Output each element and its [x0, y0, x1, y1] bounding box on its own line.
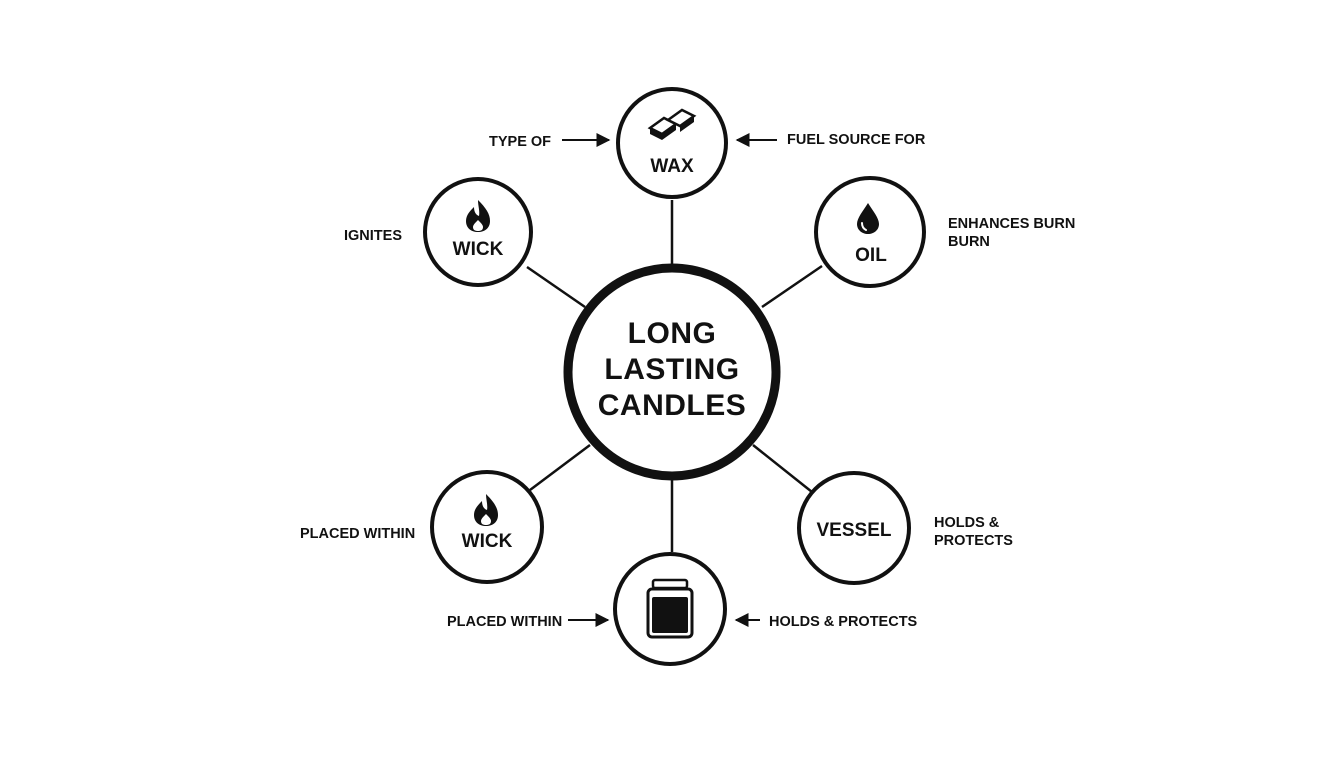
relation-arrows	[562, 133, 777, 627]
flame-icon	[474, 494, 498, 526]
relation-placed-within-left: PLACED WITHIN	[300, 526, 415, 542]
wax-circle	[616, 87, 728, 199]
connector-wick-top	[526, 265, 586, 309]
wax-node: WAX	[616, 87, 728, 199]
relation-enhances-burn-line-2: BURN	[948, 234, 990, 250]
relation-placed-within-bottom: PLACED WITHIN	[447, 614, 562, 630]
wick-top-node: WICK	[423, 177, 533, 287]
relation-holds-protects-right-line-1: HOLDS &	[934, 515, 1000, 531]
wick-bottom-node: WICK	[430, 470, 544, 584]
wick-bottom-label: WICK	[462, 531, 513, 552]
relation-holds-protects-bottom: HOLDS & PROTECTS	[769, 614, 918, 630]
oil-drop-icon	[857, 203, 879, 234]
relation-holds-protects-right-line-2: PROTECTS	[934, 533, 1013, 549]
vessel-node: VESSEL	[797, 471, 911, 585]
center-circle	[563, 263, 781, 481]
center-title-line-3: CANDLES	[598, 389, 747, 422]
relation-ignites: IGNITES	[344, 228, 402, 244]
center-title-line-1: LONG	[628, 317, 717, 350]
jar-icon	[646, 578, 694, 639]
flame-icon	[466, 200, 490, 232]
oil-node: OIL	[814, 176, 926, 288]
wax-blocks-icon	[647, 108, 697, 140]
connector-vessel	[752, 444, 813, 493]
relation-labels: TYPE OF FUEL SOURCE FOR IGNITES ENHANCES…	[300, 132, 1075, 630]
wick-top-label: WICK	[453, 239, 504, 260]
relation-type-of: TYPE OF	[489, 134, 551, 150]
connectors	[526, 200, 823, 552]
oil-label: OIL	[855, 245, 887, 266]
center-node: LONG LASTING CANDLES	[563, 263, 781, 481]
wick-bottom-circle	[430, 470, 544, 584]
connector-oil	[761, 264, 823, 309]
wax-label: WAX	[650, 156, 694, 177]
relation-fuel-source-for: FUEL SOURCE FOR	[787, 132, 926, 148]
relation-enhances-burn-line-1: ENHANCES BURN	[948, 216, 1075, 232]
jar-node	[613, 552, 727, 666]
vessel-circle	[797, 471, 911, 585]
connector-wick-bottom	[529, 444, 591, 491]
vessel-label: VESSEL	[817, 520, 892, 541]
center-title-line-2: LASTING	[604, 353, 739, 386]
